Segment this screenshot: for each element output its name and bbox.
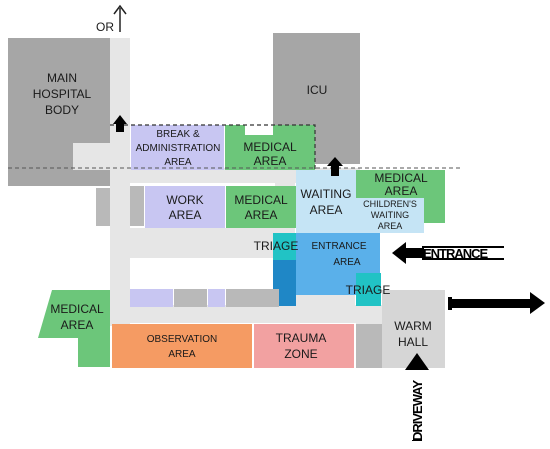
label-medical-mid-2: AREA [245, 208, 278, 222]
corridor-mid [110, 228, 275, 258]
label-observation-1: OBSERVATION [147, 334, 218, 345]
medical-right-extension [424, 198, 445, 223]
childrens-waiting-area [356, 198, 424, 233]
label-triage-right: TRIAGE [346, 283, 391, 297]
room-gray-1 [174, 289, 207, 307]
label-medical-top-1: MEDICAL [243, 140, 297, 154]
label-main-hospital-2: HOSPITAL [33, 87, 92, 101]
triage-left-teal [273, 233, 296, 260]
label-medical-mid-1: MEDICAL [234, 193, 288, 207]
label-entrance-area-2: AREA [333, 257, 361, 268]
driveway-bottom-bar-bg [412, 370, 422, 440]
waiting-area [296, 170, 356, 233]
triage-right [356, 273, 381, 306]
trauma-zone [254, 324, 354, 368]
label-break-admin-2: ADMINISTRATION [136, 143, 221, 154]
label-childrens-2: WAITING [371, 210, 409, 220]
label-icu: ICU [307, 83, 328, 97]
label-medical-right-2: AREA [385, 184, 418, 198]
label-childrens-1: CHILDREN'S [363, 199, 417, 209]
room-lavender-1 [130, 289, 173, 307]
room-lavender-2 [208, 289, 225, 307]
label-triage-left: TRIAGE [254, 239, 299, 253]
label-medical-right-1: MEDICAL [374, 171, 428, 185]
gray-room-lower [356, 324, 382, 368]
label-trauma-2: ZONE [284, 347, 317, 361]
storage-block-left [96, 188, 110, 226]
label-driveway-right: DRIVEWAY [454, 296, 515, 311]
driveway-right-bar [448, 297, 452, 310]
label-trauma-1: TRAUMA [276, 331, 327, 345]
label-warm-hall-2: HALL [398, 335, 428, 349]
arrow-up-icon [327, 157, 343, 176]
entrance-bar-gap [424, 248, 504, 258]
label-waiting-area-2: AREA [310, 203, 343, 217]
break-admin-area [131, 125, 224, 170]
medical-area-right [356, 170, 445, 198]
label-or: OR [96, 20, 114, 34]
label-medical-top-2: AREA [254, 154, 287, 168]
label-work-area-1: WORK [166, 193, 203, 207]
gray-strip-lower [356, 306, 382, 324]
label-medical-left-1: MEDICAL [50, 302, 104, 316]
arrow-right-icon [448, 292, 545, 314]
medical-area-left [38, 290, 110, 367]
medical-area-mid [226, 186, 296, 228]
label-medical-left-2: AREA [61, 318, 94, 332]
warm-hall [382, 290, 445, 368]
label-main-hospital-1: MAIN [47, 71, 77, 85]
label-waiting-area-1: WAITING [301, 187, 352, 201]
label-driveway-bottom: DRIVEWAY [410, 380, 425, 441]
medical-top-notch [245, 125, 273, 135]
corridor-lower-right [295, 295, 355, 323]
label-work-area-2: AREA [169, 208, 202, 222]
work-area [145, 186, 225, 228]
arrow-up-icon [113, 115, 127, 132]
label-main-hospital-3: BODY [45, 103, 79, 117]
label-break-admin-3: AREA [164, 157, 192, 168]
label-break-admin-1: BREAK & [156, 129, 200, 140]
label-observation-2: AREA [168, 349, 196, 360]
main-hospital-notch [73, 143, 113, 170]
dashed-boundary [110, 124, 316, 170]
storage-block-work [130, 186, 144, 226]
label-warm-hall-1: WARM [394, 319, 432, 333]
arrow-up-icon [113, 4, 127, 15]
room-gray-2 [226, 289, 279, 307]
observation-area [112, 324, 252, 368]
label-entrance: ENTRANCE [423, 246, 489, 261]
label-childrens-3: AREA [378, 221, 403, 231]
arrow-left-icon [392, 242, 422, 264]
label-entrance-area-1: ENTRANCE [311, 241, 366, 252]
